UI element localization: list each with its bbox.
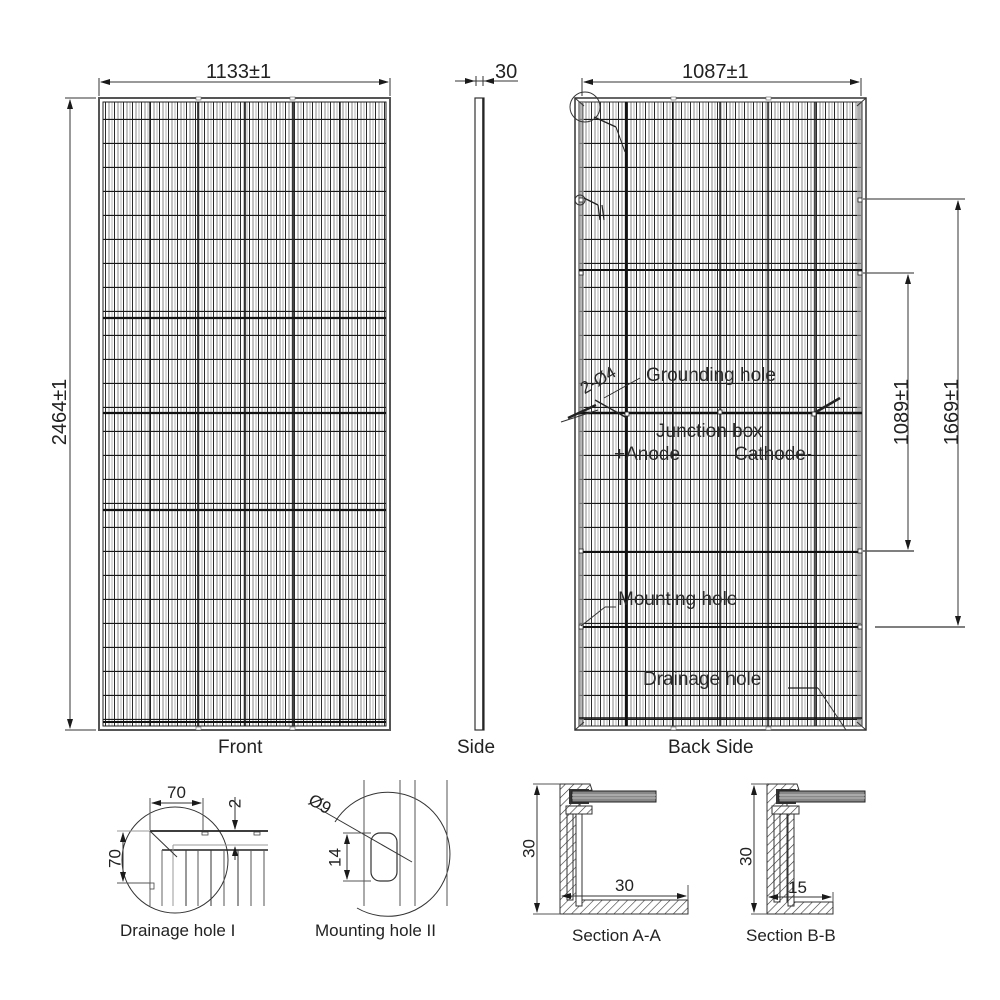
side-view bbox=[455, 76, 518, 731]
section-b-b bbox=[751, 783, 866, 915]
drainage-hole-detail-caption: Drainage hole I bbox=[120, 921, 236, 940]
drainage-gap-dim: 2 bbox=[225, 798, 245, 809]
section-a-flange-dim: 30 bbox=[615, 876, 634, 895]
front-height-dimension bbox=[65, 97, 96, 731]
hole-spacing-dimensions bbox=[863, 198, 965, 628]
mounting-slot-dim: 14 bbox=[325, 848, 345, 867]
section-b-height-dim: 30 bbox=[736, 847, 756, 866]
junction-box-callout: Junction box bbox=[656, 421, 763, 442]
back-width-label: 1087±1 bbox=[682, 61, 749, 83]
outer-hole-spacing-label: 1669±1 bbox=[941, 378, 963, 446]
drainage-hole-callout: Drainage hole bbox=[643, 669, 762, 690]
drainage-hole-detail bbox=[117, 797, 268, 914]
back-view bbox=[560, 91, 867, 731]
cathode-callout: Cathode- bbox=[734, 444, 813, 465]
mounting-hole-detail bbox=[315, 780, 451, 917]
back-width-dimension bbox=[581, 78, 862, 96]
inner-hole-spacing-label: 1089±1 bbox=[891, 378, 913, 446]
mounting-hole-callout: Mounting hole bbox=[618, 589, 738, 610]
section-a-caption: Section A-A bbox=[572, 926, 661, 945]
drainage-width-dim: 70 bbox=[167, 783, 186, 802]
section-a-a bbox=[533, 783, 689, 915]
grounding-hole-callout: Grounding hole bbox=[646, 365, 776, 386]
section-a-height-dim: 30 bbox=[519, 839, 539, 858]
front-caption: Front bbox=[218, 737, 263, 758]
front-height-label: 2464±1 bbox=[49, 378, 71, 446]
mounting-hole-detail-caption: Mounting hole II bbox=[315, 921, 436, 940]
front-width-dimension bbox=[98, 78, 391, 96]
side-caption: Side bbox=[457, 737, 496, 758]
front-view bbox=[98, 96, 391, 731]
section-b-flange-dim: 15 bbox=[788, 878, 807, 897]
side-thickness-label: 30 bbox=[495, 61, 518, 83]
section-b-caption: Section B-B bbox=[746, 926, 836, 945]
back-caption: Back Side bbox=[668, 737, 754, 758]
front-width-label: 1133±1 bbox=[206, 61, 272, 83]
anode-callout: +Anode bbox=[614, 444, 681, 465]
drainage-height-dim: 70 bbox=[105, 849, 125, 868]
